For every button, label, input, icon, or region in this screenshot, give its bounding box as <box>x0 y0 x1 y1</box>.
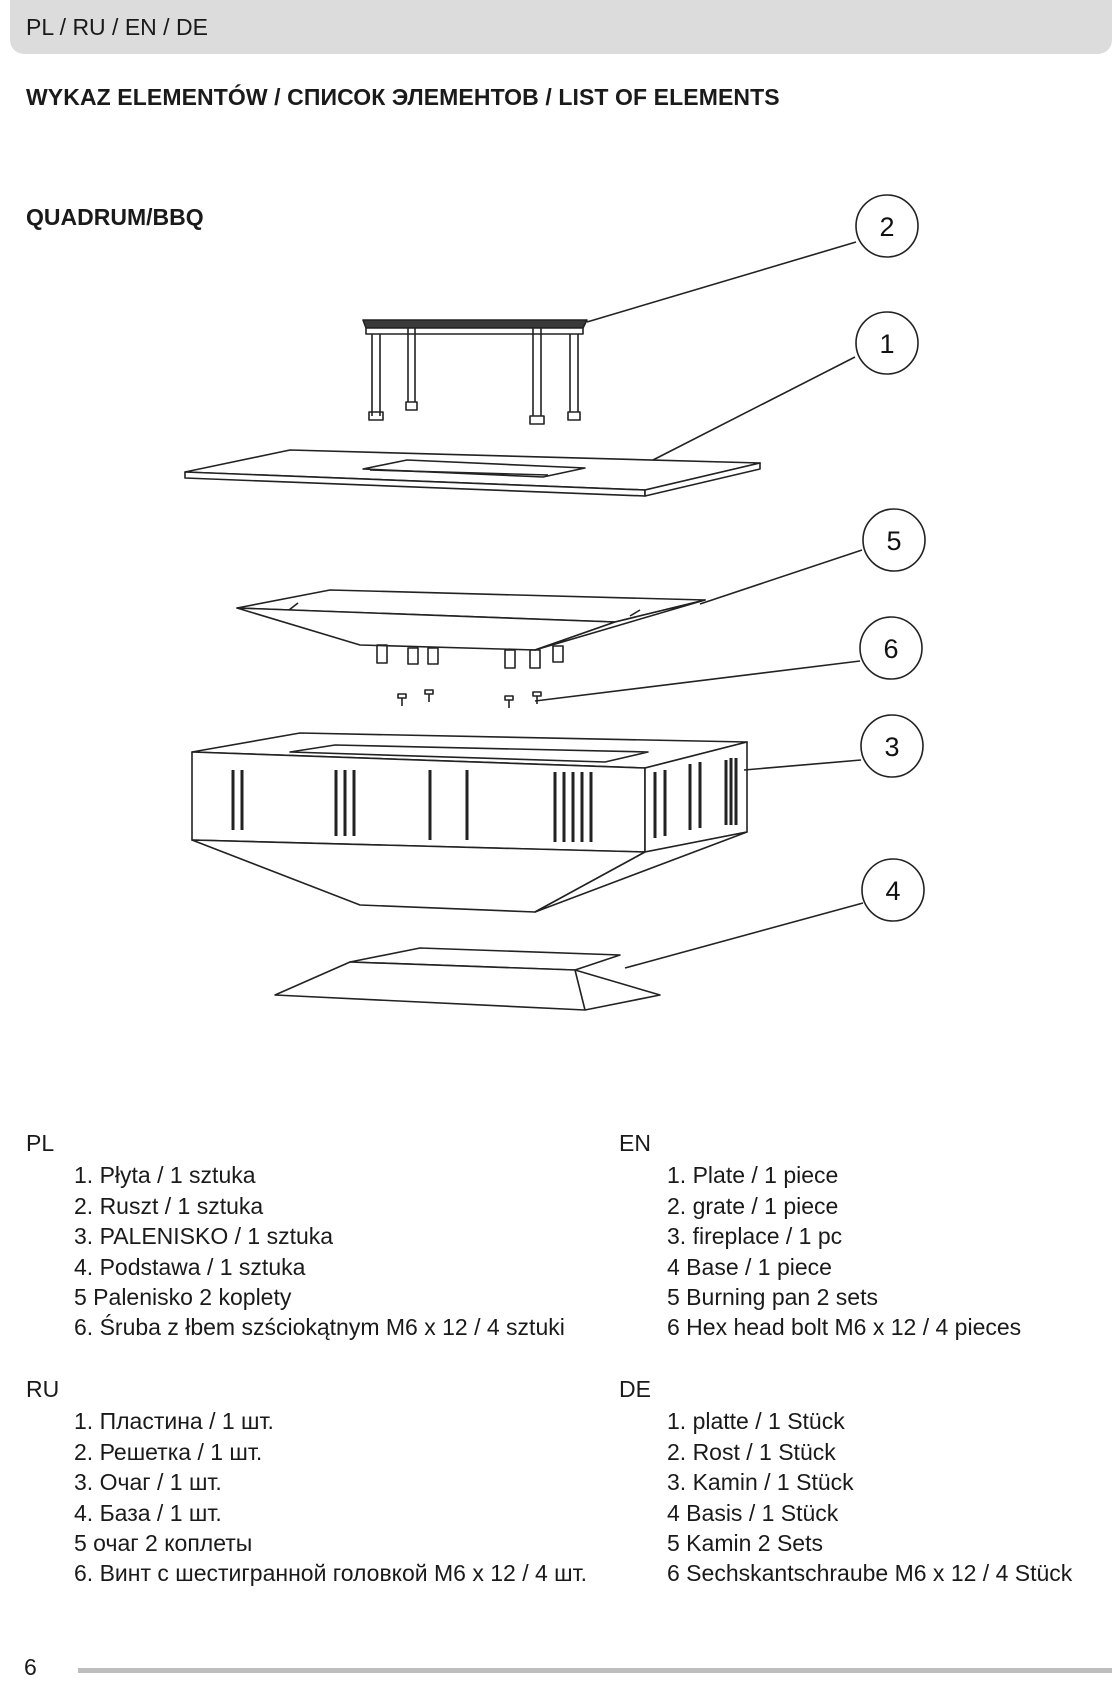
svg-text:2: 2 <box>879 212 894 242</box>
list-item: 5 очаг 2 коплеты <box>74 1530 253 1557</box>
list-item: 2. grate / 1 piece <box>667 1192 839 1219</box>
pl-parts-list: PL 1. Płyta / 1 sztuka 2. Ruszt / 1 sztu… <box>26 1128 565 1343</box>
svg-text:1: 1 <box>879 329 894 359</box>
callout-5: 5 <box>862 508 926 572</box>
burning-pan-part <box>236 589 706 669</box>
page-number: 6 <box>24 1654 37 1680</box>
callout-3: 3 <box>860 714 924 778</box>
language-header-bar: PL / RU / EN / DE <box>10 0 1112 54</box>
grate-part <box>362 319 588 425</box>
footer-divider <box>78 1668 1112 1673</box>
base-part <box>274 947 661 1011</box>
list-item: 3. fireplace / 1 pc <box>667 1223 843 1250</box>
list-item: 5 Burning pan 2 sets <box>667 1284 878 1311</box>
list-item: 2. Ruszt / 1 sztuka <box>74 1192 264 1219</box>
callout-1: 1 <box>855 311 919 375</box>
list-item: 5 Kamin 2 Sets <box>667 1530 823 1557</box>
ru-parts-list: RU 1. Пластина / 1 шт. 2. Решетка / 1 шт… <box>26 1374 587 1589</box>
list-item: 4 Base / 1 piece <box>667 1253 832 1280</box>
list-item: 3. PALENISKO / 1 sztuka <box>74 1223 334 1250</box>
list-item: 3. Очаг / 1 шт. <box>74 1469 222 1496</box>
list-item: 1. platte / 1 Stück <box>667 1408 845 1435</box>
lang-code-en: EN <box>619 1130 651 1156</box>
list-item: 6. Винт с шестигранной головкой M6 x 12 … <box>74 1560 588 1587</box>
callout-2: 2 <box>855 194 919 258</box>
fireplace-part <box>191 732 748 913</box>
list-item: 4. База / 1 шт. <box>74 1499 222 1526</box>
list-item: 6 Hex head bolt M6 x 12 / 4 pieces <box>667 1314 1022 1341</box>
svg-text:3: 3 <box>884 732 899 762</box>
exploded-assembly-diagram: 2 1 5 6 3 4 <box>184 194 926 1011</box>
list-item: 1. Пластина / 1 шт. <box>74 1408 274 1435</box>
lang-code-pl: PL <box>26 1130 55 1156</box>
list-item: 2. Решетка / 1 шт. <box>74 1438 263 1465</box>
svg-text:5: 5 <box>886 526 901 556</box>
bolts-part <box>397 689 542 708</box>
list-item: 1. Plate / 1 piece <box>667 1162 839 1189</box>
product-name: QUADRUM/BBQ <box>26 204 204 230</box>
svg-text:6: 6 <box>883 634 898 664</box>
list-item: 6. Śruba z łbem szściokątnym M6 x 12 / 4… <box>74 1314 565 1341</box>
en-parts-list: EN 1. Plate / 1 piece 2. grate / 1 piece… <box>619 1128 1021 1343</box>
lang-code-ru: RU <box>26 1376 60 1402</box>
list-item: 2. Rost / 1 Stück <box>667 1438 836 1465</box>
svg-text:4: 4 <box>885 876 900 906</box>
callout-6: 6 <box>859 616 923 680</box>
list-item: 4. Podstawa / 1 sztuka <box>74 1253 306 1280</box>
language-codes: PL / RU / EN / DE <box>26 14 208 40</box>
plate-part <box>184 449 761 497</box>
list-item: 1. Płyta / 1 sztuka <box>74 1162 256 1189</box>
callout-4: 4 <box>861 858 925 922</box>
list-item: 4 Basis / 1 Stück <box>667 1499 839 1526</box>
page-title: WYKAZ ELEMENTÓW / СПИСОК ЭЛЕМЕНТОВ / LIS… <box>26 84 780 110</box>
list-item: 3. Kamin / 1 Stück <box>667 1469 854 1496</box>
list-item: 6 Sechskantschraube M6 x 12 / 4 Stück <box>667 1560 1073 1587</box>
lang-code-de: DE <box>619 1376 651 1402</box>
list-item: 5 Palenisko 2 koplety <box>74 1284 292 1311</box>
de-parts-list: DE 1. platte / 1 Stück 2. Rost / 1 Stück… <box>619 1374 1072 1589</box>
